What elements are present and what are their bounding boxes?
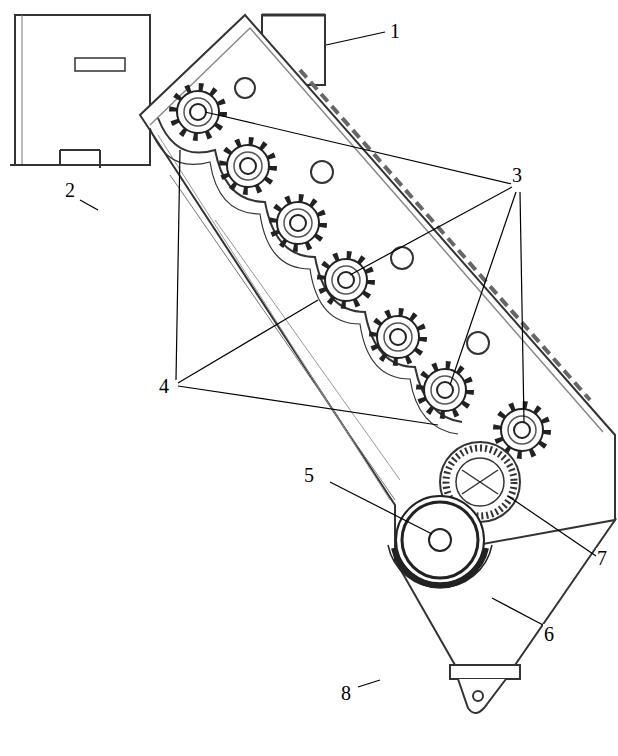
callout-number: 5: [303, 465, 315, 485]
drawing-part: [262, 14, 325, 17]
drawing-part: [358, 680, 380, 687]
drawing-part: [373, 312, 423, 362]
drawing-part: [273, 198, 323, 248]
drawing-part: [176, 150, 180, 380]
drawing-part: [458, 679, 506, 713]
drawing-part: [15, 15, 150, 165]
drum-roller: [388, 496, 492, 588]
drawing-part: [10, 164, 60, 166]
callout-number: 6: [543, 624, 555, 644]
drawing-part: [420, 365, 470, 415]
drawing-part: [235, 78, 255, 98]
callout-number: 7: [596, 548, 608, 568]
drawing-part: [467, 332, 489, 354]
drawing-part: [311, 161, 333, 183]
callout-number: 2: [64, 180, 76, 200]
shaft-holes: [235, 78, 489, 354]
drawing-part: [350, 187, 512, 275]
drawing-part: [450, 192, 516, 385]
drawing-part: [326, 32, 385, 45]
drawing-part: [473, 691, 483, 701]
drawing-part: [330, 482, 432, 534]
drawing-part: [388, 545, 492, 588]
callout-number: 3: [511, 165, 523, 185]
drawing-part: [158, 135, 390, 500]
drawing-part: [80, 200, 98, 210]
drawing-part: [99, 150, 101, 168]
drawing-part: [300, 70, 590, 400]
drawing-part: [456, 458, 504, 506]
drawing-part: [75, 58, 125, 71]
drawing-part: [508, 496, 596, 556]
drawing-part: [140, 15, 615, 560]
drawing-part: [22, 15, 23, 165]
drawing-part: [59, 150, 61, 165]
callout-number: 8: [340, 683, 352, 703]
drawing-part: [223, 141, 273, 191]
drawing-part: [205, 112, 512, 184]
drawing-part: [150, 128, 458, 434]
drawing-part: [170, 175, 395, 500]
housing: [10, 15, 615, 713]
callout-number: 1: [389, 21, 401, 41]
drawing-part: [462, 470, 498, 494]
drawing-part: [178, 300, 318, 383]
drawing-part: [178, 386, 438, 425]
drawing-part: [402, 502, 478, 578]
drawing-part: [462, 470, 498, 494]
drawing-part: [520, 192, 524, 422]
drawing-part: [321, 255, 371, 305]
drawing-part: [60, 149, 100, 151]
drawing-part: [497, 405, 547, 455]
tooth-rollers: [173, 87, 547, 455]
leader-lines: [80, 32, 596, 687]
drawing-part: [492, 598, 543, 625]
callout-number: 4: [158, 376, 170, 396]
drawing-part: [450, 665, 520, 679]
drawing-part: [173, 87, 223, 137]
drawing-part: [429, 529, 451, 551]
drawing-part: [394, 548, 486, 585]
liner-plates: [150, 118, 462, 434]
